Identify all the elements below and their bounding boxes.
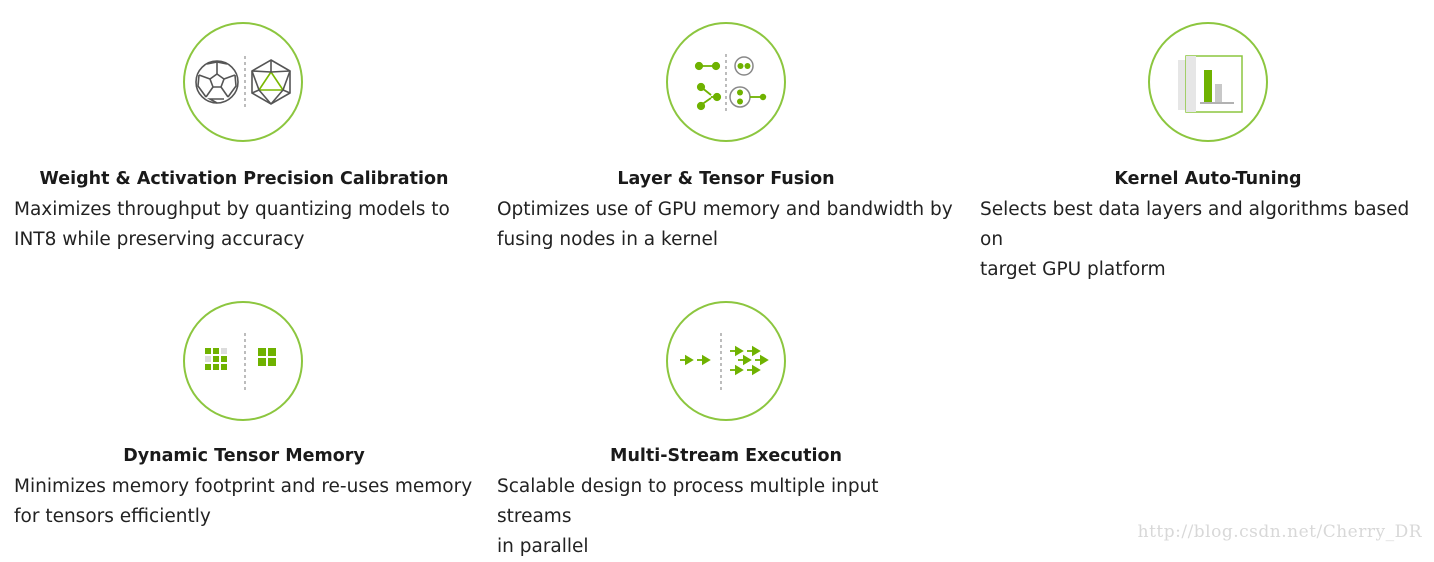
memory-grid-icon (183, 301, 303, 421)
feature-description: Scalable design to process multiple inpu… (497, 472, 957, 562)
feature-description: Minimizes memory footprint and re-uses m… (14, 472, 474, 532)
feature-description-line: Maximizes throughput by quantizing model… (14, 199, 450, 220)
feature-title: Multi-Stream Execution (610, 446, 842, 466)
feature-title: Weight & Activation Precision Calibratio… (39, 169, 449, 189)
feature-description: Selects best data layers and algorithms … (980, 195, 1434, 285)
feature-description-line: Selects best data layers and algorithms … (980, 199, 1410, 250)
feature-description: Maximizes throughput by quantizing model… (14, 195, 474, 255)
feature-description-line: fusing nodes in a kernel (497, 229, 718, 250)
polyhedra-icon (183, 22, 303, 142)
feature-description-line: Optimizes use of GPU memory and bandwidt… (497, 199, 953, 220)
feature-description-line: INT8 while preserving accuracy (14, 229, 305, 250)
watermark: http://blog.csdn.net/Cherry_DR (1137, 522, 1422, 542)
feature-description-line: Scalable design to process multiple inpu… (497, 476, 879, 527)
feature-title: Kernel Auto-Tuning (1114, 169, 1302, 189)
feature-description-line: target GPU platform (980, 259, 1166, 280)
feature-description-line: for tensors efficiently (14, 506, 211, 527)
feature-title: Dynamic Tensor Memory (123, 446, 365, 466)
node-fusion-icon (666, 22, 786, 142)
bar-chart-icon (1148, 22, 1268, 142)
feature-description-line: in parallel (497, 536, 589, 557)
feature-description: Optimizes use of GPU memory and bandwidt… (497, 195, 957, 255)
feature-title: Layer & Tensor Fusion (617, 169, 835, 189)
stream-arrows-icon (666, 301, 786, 421)
feature-description-line: Minimizes memory footprint and re-uses m… (14, 476, 473, 497)
